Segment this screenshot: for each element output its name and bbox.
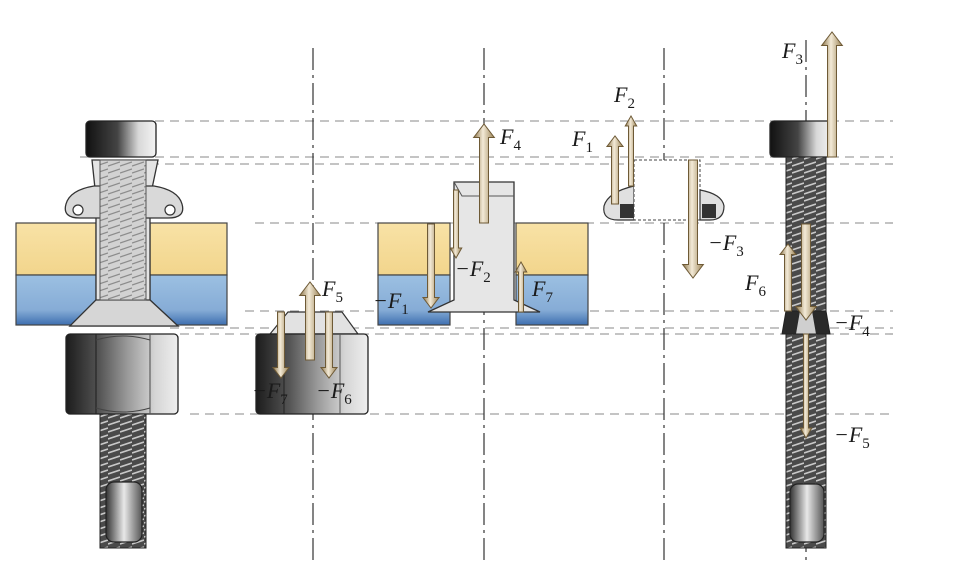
free-body-bolt [769, 120, 833, 549]
arrow-minus-f6 [319, 311, 339, 379]
label-minus-f6: −F6 [316, 378, 352, 408]
bolt-end-cap [105, 481, 143, 543]
arrow-f1 [605, 135, 625, 205]
label-minus-f5: −F5 [834, 422, 870, 452]
arrow-minus-f7 [271, 311, 291, 379]
fb-bolt-head [769, 120, 833, 158]
assembled-bolt-joint [15, 120, 228, 549]
nut [65, 333, 179, 415]
arrow-minus-f1 [421, 223, 441, 309]
plate-top-left [15, 222, 97, 276]
label-minus-f4: −F4 [834, 310, 870, 340]
bolt-head [85, 120, 157, 158]
arrow-f5 [298, 281, 322, 361]
label-minus-f1: −F1 [373, 288, 409, 318]
force-arrows [271, 31, 844, 440]
arrow-f2 [624, 114, 638, 187]
arrow-minus-f2 [449, 189, 463, 260]
fb-bolt-end-cap [789, 483, 825, 543]
arrow-minus-f4 [794, 223, 818, 321]
plate-top-right [149, 222, 228, 276]
arrow-minus-f5 [799, 333, 813, 440]
fb-plate-bottom-left [377, 274, 451, 326]
washer-hole-left [72, 204, 84, 216]
fb-plate-bottom-right [515, 274, 589, 326]
fb-washer-bar [620, 204, 634, 218]
arrow-f6 [778, 243, 798, 312]
bolt-thread-upper [99, 159, 147, 301]
label-f3: F3 [781, 38, 803, 68]
label-minus-f3: −F3 [708, 230, 744, 260]
arrow-minus-f3 [681, 159, 705, 279]
force-labels: F3 F2 F1 F4 −F3 −F2 F7 −F1 F5 −F7 −F6 F6… [252, 38, 870, 452]
arrow-f7 [514, 260, 528, 313]
arrow-f3 [820, 31, 844, 158]
label-f2: F2 [613, 82, 635, 112]
label-minus-f2: −F2 [455, 256, 491, 286]
arrow-f4 [472, 123, 496, 224]
label-f7: F7 [531, 276, 553, 306]
free-body-washer [603, 159, 725, 221]
label-f4: F4 [499, 124, 521, 154]
fb-plate-top-right [515, 222, 589, 276]
washer-hole-right [164, 204, 176, 216]
label-minus-f7: −F7 [252, 378, 288, 408]
fb-plate-top-left [377, 222, 451, 276]
label-f5: F5 [321, 276, 343, 306]
label-f6: F6 [744, 270, 766, 300]
label-f1: F1 [571, 126, 593, 156]
